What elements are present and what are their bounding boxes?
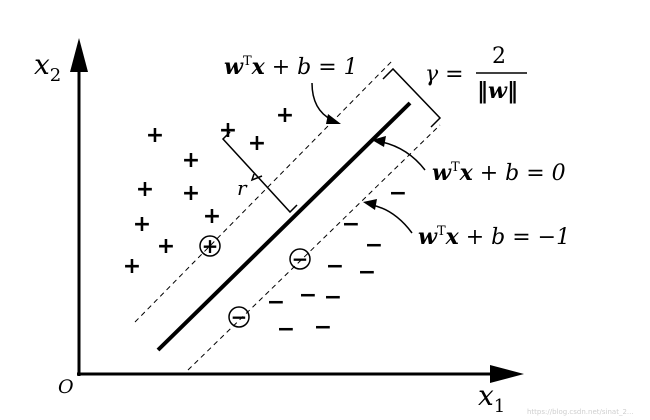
positive-support-vector-circle xyxy=(199,235,221,257)
x-axis-label-base: x xyxy=(478,379,494,412)
positive-eq-w: w xyxy=(224,54,244,80)
positive-sample: + xyxy=(123,254,141,279)
hyperplane-pointer xyxy=(381,141,426,171)
equation-margin-gamma: γ = 2 ‖w‖ xyxy=(425,44,527,104)
positive-sample: + xyxy=(146,123,164,148)
negative-eq-w: w xyxy=(418,224,438,250)
positive-sample: + xyxy=(276,103,294,128)
negative-sample: − xyxy=(342,212,360,237)
margin-bracket-shape xyxy=(382,67,442,128)
equation-hyperplane: wTx + b = 0 xyxy=(372,136,566,186)
positive-eq-x: x xyxy=(251,54,266,80)
positive-sample: + xyxy=(219,118,237,143)
distance-bracket-shape xyxy=(221,131,298,214)
positive-margin-pointer-head xyxy=(326,114,341,124)
negative-sample: − xyxy=(267,290,285,315)
positive-sample: + xyxy=(182,148,200,173)
y-axis-arrow xyxy=(70,38,88,72)
negative-sample: − xyxy=(389,181,407,206)
positive-sample: + xyxy=(203,204,221,229)
equation-positive-margin-text: wTx + b = 1 xyxy=(224,54,358,80)
negative-eq-x: x xyxy=(445,224,460,250)
gamma-prefix: γ = xyxy=(425,62,464,87)
negative-margin-line xyxy=(187,124,441,371)
gamma-denominator: ‖w‖ xyxy=(477,78,518,104)
distance-bracket: r xyxy=(221,131,298,214)
positive-sample: + xyxy=(157,234,175,259)
hyperplane-eq-x: x xyxy=(459,160,474,186)
negative-support-vector-1: − xyxy=(289,247,311,271)
positive-samples: + + + + + + + + + + + xyxy=(123,103,294,279)
negative-sample: − xyxy=(299,283,317,308)
gamma-numerator: 2 xyxy=(492,44,506,69)
negative-support-vector-circle xyxy=(228,306,250,328)
origin-label: O xyxy=(58,376,74,398)
negative-eq-sup: T xyxy=(437,224,446,239)
y-axis-label: x2 xyxy=(34,48,61,86)
positive-sample: + xyxy=(248,131,266,156)
lines xyxy=(134,59,441,371)
negative-samples: − − − − − − − − − − xyxy=(267,181,407,342)
watermark-text: https://blog.csdn.net/sinat_2... xyxy=(527,408,634,416)
x-axis-arrow xyxy=(490,365,524,383)
hyperplane-eq-rest: + b = 0 xyxy=(473,161,566,186)
equation-hyperplane-text: wTx + b = 0 xyxy=(432,160,566,186)
positive-margin-pointer xyxy=(311,82,333,121)
y-axis-label-sub: 2 xyxy=(50,65,61,86)
hyperplane-pointer-head xyxy=(372,136,386,147)
equation-negative-margin-text: wTx + b = −1 xyxy=(418,224,570,250)
x-axis-label: x1 xyxy=(478,379,505,417)
negative-eq-rest: + b = −1 xyxy=(459,225,570,250)
negative-margin-pointer-head xyxy=(363,199,377,210)
hyperplane-line xyxy=(156,101,412,352)
equation-positive-margin: wTx + b = 1 xyxy=(224,54,358,124)
negative-sample: − xyxy=(365,233,383,258)
y-axis-label-base: x xyxy=(34,48,50,81)
negative-sample: − xyxy=(326,254,344,279)
negative-sample: − xyxy=(324,285,342,310)
positive-support-vector-symbol: + xyxy=(202,234,219,258)
negative-support-vector-2: − xyxy=(228,305,250,329)
positive-margin-line xyxy=(134,59,394,323)
positive-sample: + xyxy=(182,181,200,206)
negative-margin-pointer xyxy=(371,204,413,234)
negative-sample: − xyxy=(358,260,376,285)
negative-support-vector-symbol: − xyxy=(231,305,248,329)
positive-sample: + xyxy=(136,177,154,202)
margin-bracket xyxy=(382,67,442,128)
positive-eq-rest: + b = 1 xyxy=(265,55,358,80)
negative-support-vector-symbol: − xyxy=(292,247,309,271)
x-axis-label-sub: 1 xyxy=(494,396,505,417)
negative-sample: − xyxy=(314,315,332,340)
positive-support-vector: + xyxy=(199,234,221,258)
hyperplane-eq-sup: T xyxy=(451,160,460,175)
equation-negative-margin: wTx + b = −1 xyxy=(363,199,570,250)
negative-support-vector-circle xyxy=(289,248,311,270)
hyperplane-eq-w: w xyxy=(432,160,452,186)
negative-sample: − xyxy=(277,317,295,342)
distance-label: r xyxy=(237,176,248,200)
axes: x2 x1 O xyxy=(34,38,524,417)
positive-sample: + xyxy=(133,212,151,237)
positive-eq-sup: T xyxy=(243,54,252,69)
distance-brace-tick xyxy=(250,173,263,182)
